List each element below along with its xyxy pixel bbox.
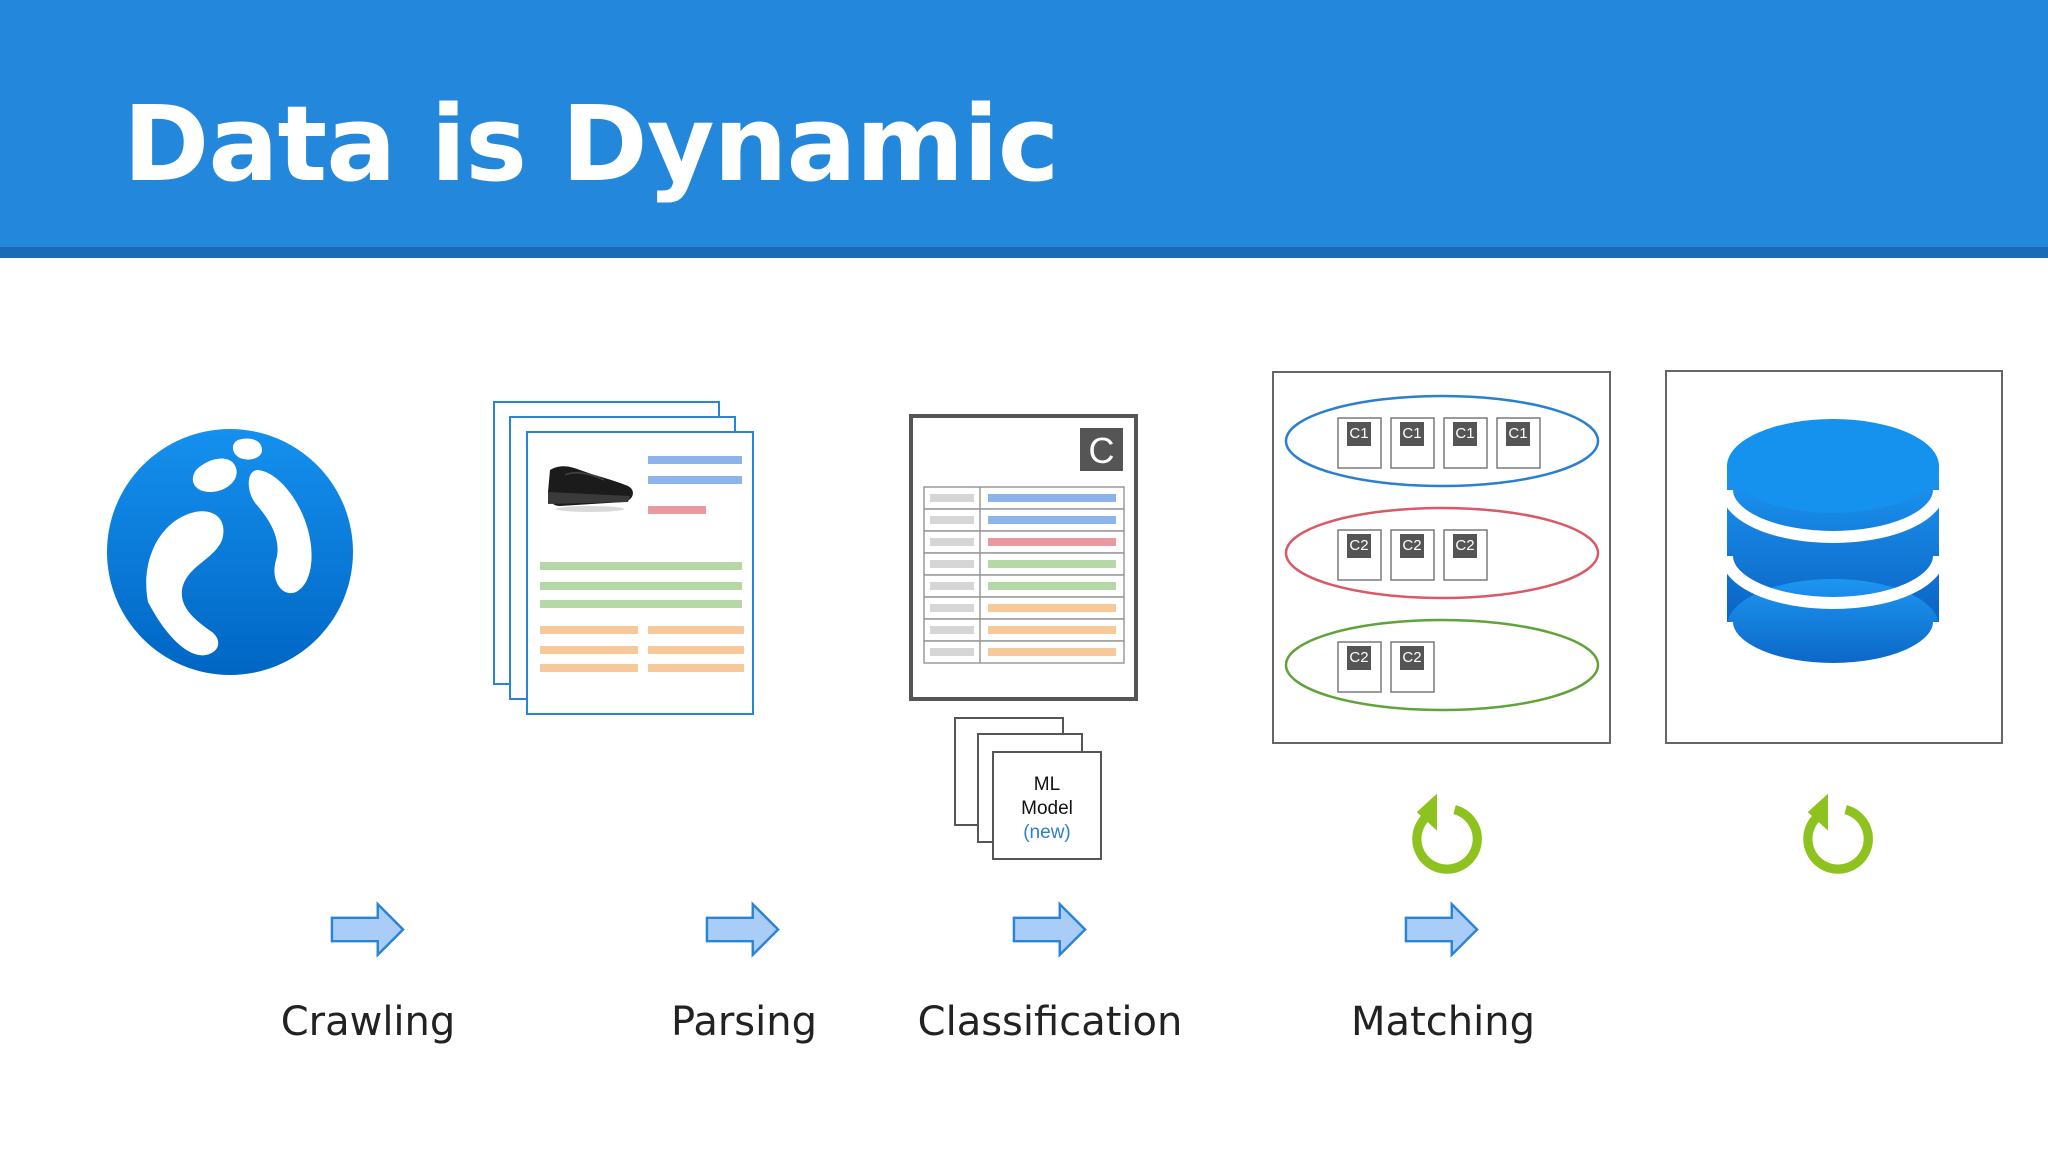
- cluster-tag-badge: [1347, 422, 1371, 446]
- stage-label-parsing: Parsing: [671, 999, 817, 1045]
- refresh-icon: [1417, 794, 1478, 869]
- ml-model-line1: ML: [1034, 774, 1060, 795]
- table-value-bar: [988, 604, 1116, 612]
- classifier-badge-label: C: [1089, 430, 1115, 471]
- arrow-right-icon: [1404, 902, 1479, 957]
- cluster-tag-badge: [1506, 422, 1530, 446]
- header-rule: [0, 247, 2048, 258]
- cluster-tag-label: C2: [1349, 537, 1368, 554]
- table-value-bar: [988, 648, 1116, 656]
- table-key-bar: [930, 648, 974, 656]
- cluster-tag-label: C2: [1455, 537, 1474, 554]
- cluster-tag-label: C2: [1402, 649, 1421, 666]
- cluster-tag-badge: [1400, 422, 1424, 446]
- slide-title: Data is Dynamic: [123, 83, 1059, 205]
- ml-model-line3: (new): [1023, 822, 1071, 843]
- cluster-ellipse: [1284, 618, 1600, 712]
- database-icon: [1721, 419, 1945, 675]
- stage-label-crawling: Crawling: [280, 999, 456, 1045]
- table-value-bar: [988, 516, 1116, 524]
- classifier-badge: [1080, 428, 1123, 471]
- refresh-icon: [1808, 794, 1869, 869]
- table-value-bar: [988, 626, 1116, 634]
- cluster-tag-badge: [1347, 646, 1371, 670]
- cluster-tag-label: C1: [1402, 425, 1421, 442]
- classification-table: [923, 486, 1125, 664]
- shoe-icon: [548, 466, 633, 512]
- table-key-bar: [930, 516, 974, 524]
- cluster-tag-badge: [1453, 534, 1477, 558]
- cluster-tag-label: C1: [1508, 425, 1527, 442]
- cluster-tag-label: C2: [1349, 649, 1368, 666]
- cluster-tag-badge: [1453, 422, 1477, 446]
- arrow-right-icon: [705, 902, 780, 957]
- table-key-bar: [930, 582, 974, 590]
- cluster-tag-badge: [1347, 534, 1371, 558]
- classification-card: C: [909, 414, 1138, 701]
- cluster-tag-label: C1: [1349, 425, 1368, 442]
- globe-icon: [107, 429, 353, 675]
- ml-model-line2: Model: [1021, 798, 1073, 819]
- arrow-right-icon: [330, 902, 405, 957]
- cluster-ellipse: [1284, 394, 1600, 488]
- table-key-bar: [930, 538, 974, 546]
- table-value-bar: [988, 582, 1116, 590]
- cluster-tag-badge: [1400, 646, 1424, 670]
- table-key-bar: [930, 494, 974, 502]
- cluster-ellipse: [1284, 506, 1600, 600]
- table-value-bar: [988, 494, 1116, 502]
- table-value-bar: [988, 560, 1116, 568]
- database-panel: [1665, 370, 2003, 744]
- stage-label-classification: Classification: [917, 999, 1183, 1045]
- cluster-tag-label: C1: [1455, 425, 1474, 442]
- cluster-tag-badge: [1400, 534, 1424, 558]
- table-key-bar: [930, 626, 974, 634]
- parsed-document-stack: [493, 401, 754, 715]
- slide-header: [0, 0, 2048, 247]
- cluster-tag-label: C2: [1402, 537, 1421, 554]
- ml-model-card-stack: ML Model (new): [954, 717, 1102, 860]
- table-key-bar: [930, 604, 974, 612]
- table-key-bar: [930, 560, 974, 568]
- stage-label-matching: Matching: [1351, 999, 1535, 1045]
- arrow-right-icon: [1012, 902, 1087, 957]
- table-value-bar: [988, 538, 1116, 546]
